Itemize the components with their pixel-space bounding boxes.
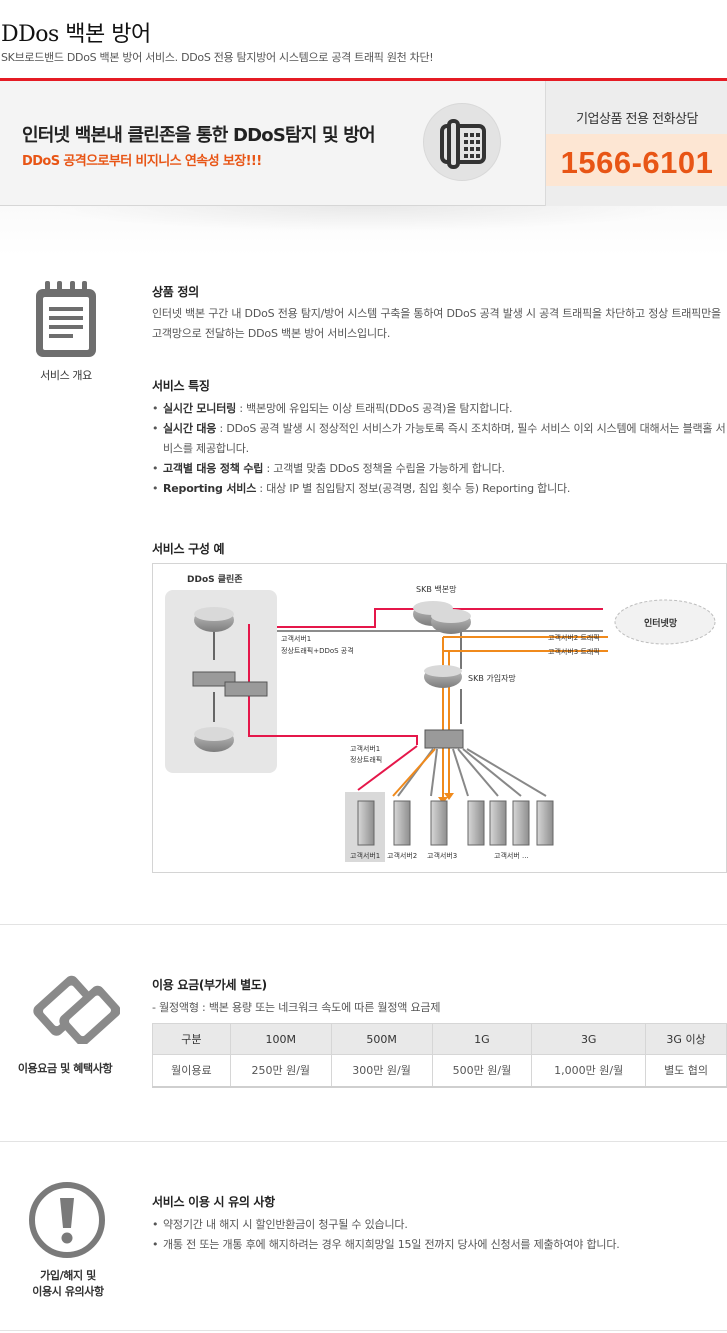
section-label-overview: 서비스 개요 [40, 369, 92, 382]
exclamation-icon [27, 1180, 107, 1260]
page-title: DDos 백본 방어 [1, 22, 151, 47]
section-divider [0, 924, 727, 925]
phone-consult-panel: 기업상품 전용 전화상담 1566-6101 [545, 81, 727, 206]
definition-text: 인터넷 백본 구간 내 DDoS 전용 탐지/방어 시스템 구축을 통하여 DD… [152, 307, 721, 340]
banner-tagline: DDoS 공격으로부터 비지니스 연속성 보장!!! [22, 154, 262, 169]
service-diagram: DDoS 클린존 [152, 563, 727, 873]
diagram-title: 서비스 구성 예 [152, 542, 225, 556]
section-label-pricing: 이용요금 및 혜택사항 [17, 1062, 113, 1075]
table-row: 월이용료 250만 원/월 300만 원/월 500만 원/월 1,000만 원… [152, 1054, 727, 1088]
ddos-appliance-icon [224, 681, 268, 697]
svg-text:고객서버1: 고객서버1 [350, 851, 380, 860]
list-item: Reporting 서비스 : 대상 IP 별 침입탐지 정보(공격명, 침입 … [152, 479, 727, 499]
server-icon [467, 800, 554, 846]
svg-text:고객서버2 트래픽: 고객서버2 트래픽 [548, 633, 600, 642]
list-item: 약정기간 내 해지 시 할인반환금이 청구될 수 있습니다. [152, 1215, 727, 1235]
pricing-title: 이용 요금(부가세 별도) [152, 978, 267, 992]
pricing-note: - 월정액형 : 백본 용량 또는 네크워크 속도에 따른 월정액 요금제 [152, 1001, 441, 1014]
page-subtitle: SK브로드밴드 DDoS 백본 방어 서비스. DDoS 전용 탐지방어 시스템… [1, 51, 434, 64]
phone-number[interactable]: 1566-6101 [560, 145, 714, 180]
notepad-icon [33, 281, 99, 359]
phone-icon [423, 103, 501, 181]
section-divider [0, 1141, 727, 1142]
cleanzone-label: DDoS 클린존 [187, 574, 243, 585]
internet-label: 인터넷망 [644, 617, 678, 629]
notice-title: 서비스 이용 시 유의 사항 [152, 1195, 275, 1209]
switch-icon [424, 729, 464, 749]
server-icon [393, 800, 411, 846]
features-list: 실시간 모니터링 : 백본망에 유입되는 이상 트래픽(DDoS 공격)을 탐지… [152, 399, 727, 499]
table-header-row: 구분 100M 500M 1G 3G 3G 이상 [152, 1023, 727, 1055]
list-item: 실시간 모니터링 : 백본망에 유입되는 이상 트래픽(DDoS 공격)을 탐지… [152, 399, 727, 419]
list-item: 고객별 대응 정책 수립 : 고객별 맞춤 DDoS 정책을 수립을 가능하게 … [152, 459, 727, 479]
section-label-notice-1: 가입/해지 및 [40, 1269, 96, 1282]
attack-path [277, 608, 603, 628]
svg-text:고객서버1: 고객서버1 [350, 744, 380, 753]
svg-text:고객서버1: 고객서버1 [281, 634, 311, 643]
cloud-icon [614, 599, 716, 645]
cards-icon [12, 972, 121, 1046]
definition-title: 상품 정의 [152, 285, 199, 299]
server-icon [430, 800, 448, 846]
header-divider [0, 78, 727, 81]
svg-text:고객서버3 트래픽: 고객서버3 트래픽 [548, 647, 600, 656]
access-label: SKB 가입자망 [468, 673, 516, 683]
server-icon [357, 800, 375, 846]
list-item: 실시간 대응 : DDoS 공격 발생 시 정상적인 서비스가 가능토록 즉시 … [152, 419, 727, 459]
svg-text:고객서버 ...: 고객서버 ... [494, 851, 529, 860]
svg-text:고객서버3: 고객서버3 [427, 851, 457, 860]
svg-text:정상트래픽: 정상트래픽 [350, 755, 382, 764]
phone-label: 기업상품 전용 전화상담 [576, 112, 698, 127]
backbone-label: SKB 백본망 [416, 584, 457, 594]
section-label-notice-2: 이용시 유의사항 [32, 1285, 104, 1298]
banner-headline: 인터넷 백본내 클린존을 통한 DDoS탐지 및 방어 [22, 125, 376, 146]
svg-text:고객서버2: 고객서버2 [387, 851, 417, 860]
features-title: 서비스 특징 [152, 379, 210, 393]
phone-number-box[interactable]: 1566-6101 [546, 134, 727, 186]
shadow-band [0, 206, 727, 256]
notice-list: 약정기간 내 해지 시 할인반환금이 청구될 수 있습니다. 개통 전 또는 개… [152, 1215, 727, 1255]
svg-text:정상트래픽+DDoS 공격: 정상트래픽+DDoS 공격 [281, 646, 354, 655]
pricing-table: 구분 100M 500M 1G 3G 3G 이상 월이용료 250만 원/월 3… [152, 1023, 727, 1088]
list-item: 개통 전 또는 개통 후에 해지하려는 경우 해지희망일 15일 전까지 당사에… [152, 1235, 727, 1255]
section-divider [0, 1330, 727, 1331]
promo-banner: 인터넷 백본내 클린존을 통한 DDoS탐지 및 방어 DDoS 공격으로부터 … [0, 81, 727, 206]
